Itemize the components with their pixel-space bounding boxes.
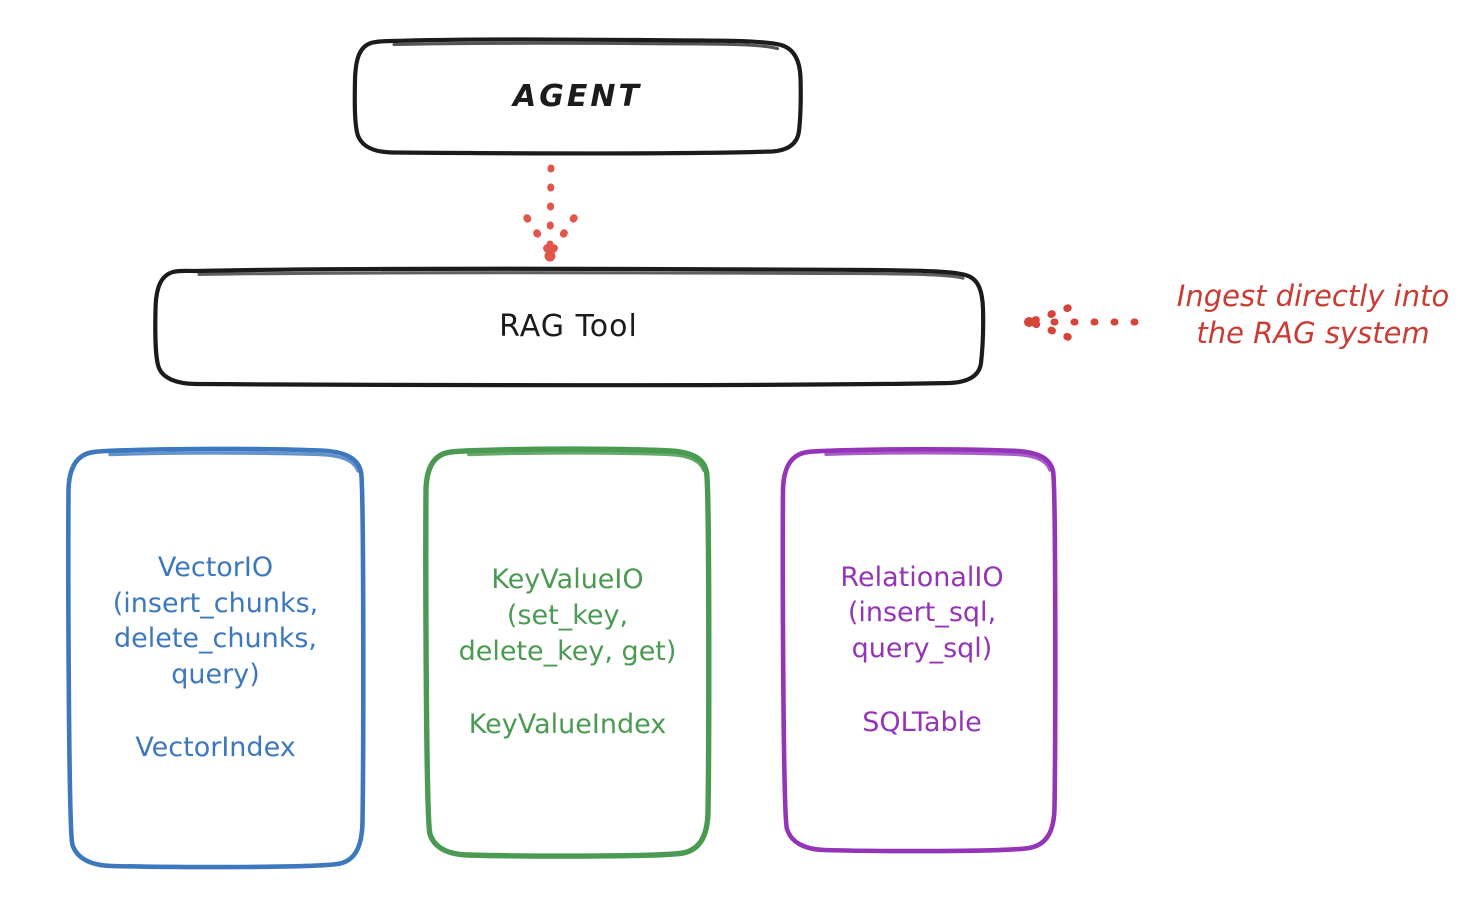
agent-box[interactable]	[352, 37, 803, 156]
ingest-dotted-arrow	[1024, 304, 1139, 341]
keyvalue-store-box[interactable]	[423, 446, 712, 859]
vector-store-box[interactable]	[66, 446, 366, 870]
rag-tool-box[interactable]	[153, 266, 986, 388]
relational-store-box[interactable]	[780, 446, 1058, 854]
agent-to-rag-dotted-arrow	[523, 164, 578, 262]
